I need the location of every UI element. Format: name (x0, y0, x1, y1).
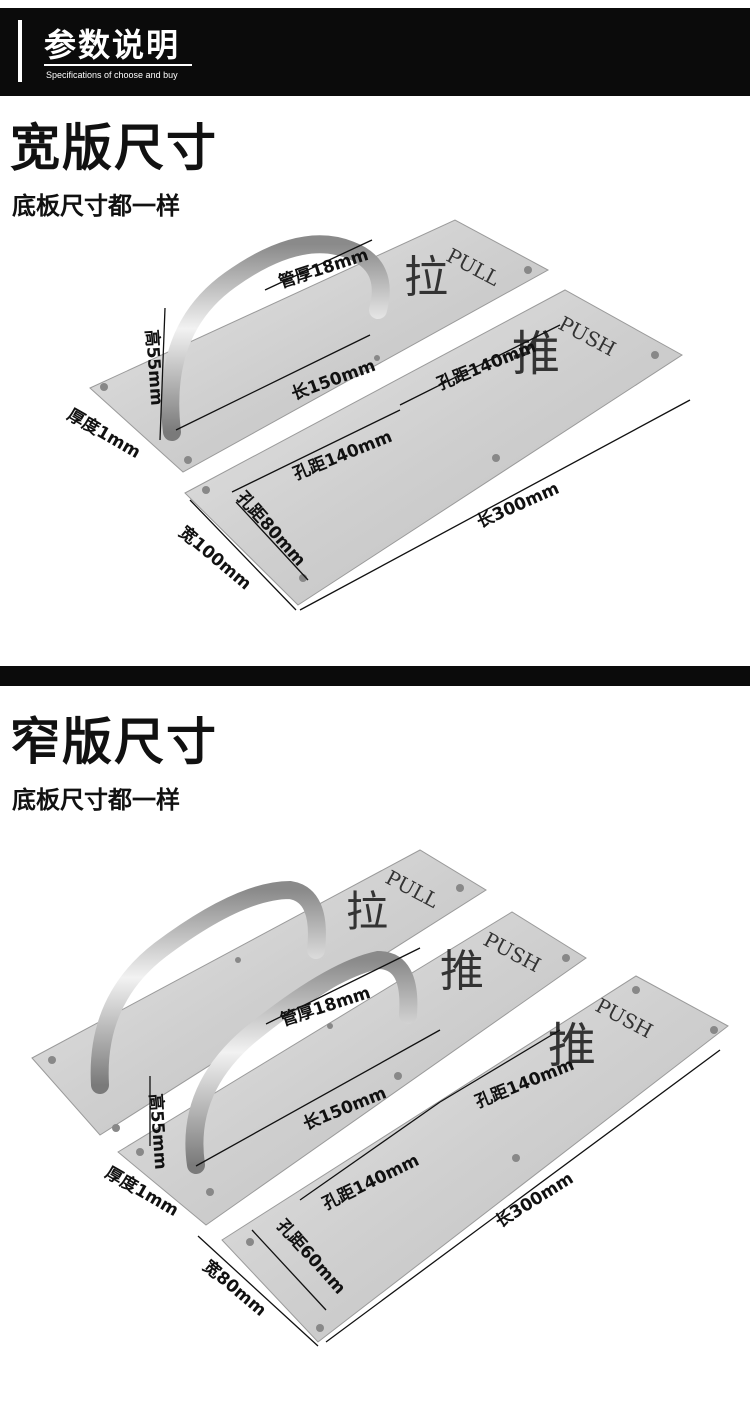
narrow-section-subtitle: 底板尺寸都一样 (12, 786, 180, 814)
narrow-section-title: 窄版尺寸 (10, 713, 218, 771)
header-subtitle: Specifications of choose and buy (46, 70, 178, 80)
narrow-product-illustration: PULL 拉 PUSH 推 PUSH 推 管厚18mm 高55mm 长150mm… (31, 849, 729, 1347)
push-plate-front (221, 975, 729, 1343)
screw-holes (100, 266, 659, 582)
screw-holes (48, 884, 718, 1332)
push2-cn-text: 推 (548, 1018, 596, 1074)
push-handle (185, 950, 418, 1174)
pull-handle (90, 880, 326, 1094)
header-bar: 参数说明 Specifications of choose and buy (0, 8, 750, 96)
push-plate (117, 911, 587, 1226)
pull-plate (89, 219, 550, 473)
push-cn-text: 推 (512, 326, 560, 382)
header-title: 参数说明 (44, 26, 181, 64)
header-underline (44, 64, 192, 66)
header-accent-line (18, 20, 22, 82)
pull-handle (161, 235, 390, 441)
wide-dim-length: 长300mm (473, 478, 562, 533)
wide-section-subtitle: 底板尺寸都一样 (12, 192, 180, 220)
wide-product-illustration: PULL 拉 PUSH 推 管厚18mm 高55mm 长150mm 孔距140m… (64, 219, 691, 611)
pull-cn-text: 拉 (346, 887, 388, 936)
pull-cn-text: 拉 (404, 252, 448, 303)
section-divider (0, 666, 750, 686)
pull-plate (31, 849, 487, 1136)
push-cn-text: 推 (440, 946, 484, 997)
wide-section-title: 宽版尺寸 (10, 119, 218, 177)
push-plate (184, 289, 683, 606)
